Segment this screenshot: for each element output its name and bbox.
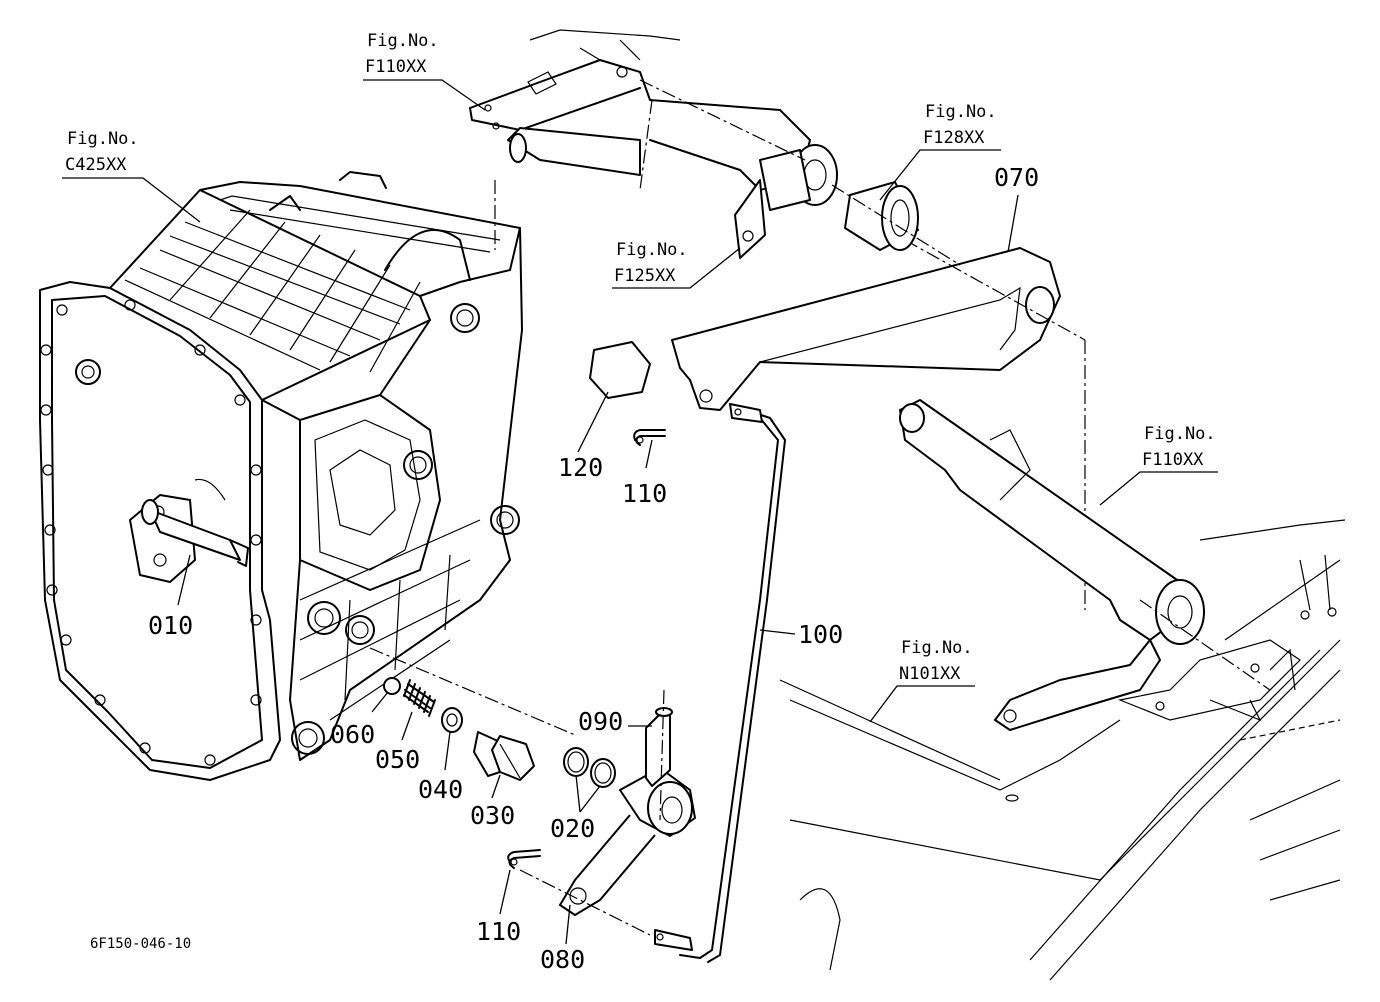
fig-ref-code: F110XX — [365, 57, 427, 77]
part-label-030: 030 — [470, 801, 515, 830]
part-label-120: 120 — [558, 453, 603, 482]
fig-ref-n101: Fig.No. N101XX — [899, 638, 973, 684]
leader-lines — [62, 79, 1218, 945]
part-label-080: 080 — [540, 945, 585, 974]
part-label-040: 040 — [418, 775, 463, 804]
part-label-050: 050 — [375, 745, 420, 774]
diagram-code: 6F150-046-10 — [90, 936, 191, 952]
fig-ref-prefix: Fig.No. — [925, 102, 997, 122]
part-label-020: 020 — [550, 814, 595, 843]
cross-shaft-drawing — [899, 399, 1271, 731]
part-label-100: 100 — [798, 620, 843, 649]
frame-drawing — [779, 519, 1346, 981]
part-label-110-upper: 110 — [622, 479, 667, 508]
rod-100-drawing — [654, 403, 786, 963]
fig-ref-prefix: Fig.No. — [1144, 424, 1216, 444]
o-rings-020-drawing — [563, 747, 616, 788]
fig-ref-code: F125XX — [614, 266, 676, 286]
part-label-090: 090 — [578, 707, 623, 736]
fig-ref-f110-top: Fig.No. F110XX — [365, 31, 439, 77]
fig-ref-c425: Fig.No. C425XX — [65, 129, 139, 175]
pedal-arm-070-drawing — [589, 239, 1086, 610]
top-bracket-drawing — [469, 29, 961, 266]
part-label-070: 070 — [994, 163, 1039, 192]
fig-ref-code: F110XX — [1142, 450, 1204, 470]
fig-ref-prefix: Fig.No. — [67, 129, 139, 149]
detent-parts-drawing — [383, 677, 535, 781]
fig-ref-prefix: Fig.No. — [616, 240, 688, 260]
fig-ref-code: N101XX — [899, 664, 961, 684]
fig-ref-code: F128XX — [923, 128, 985, 148]
fig-ref-prefix: Fig.No. — [367, 31, 439, 51]
lever-080-drawing — [519, 689, 696, 936]
shaft-010-drawing — [129, 478, 249, 583]
fig-ref-f110-right: Fig.No. F110XX — [1142, 424, 1216, 470]
fig-ref-f128: Fig.No. F128XX — [923, 102, 997, 148]
fig-ref-code: C425XX — [65, 155, 127, 175]
part-label-110-lower: 110 — [476, 917, 521, 946]
clip-110-upper-drawing — [633, 429, 666, 446]
part-label-010: 010 — [148, 611, 193, 640]
transmission-case-drawing — [39, 171, 576, 781]
fig-ref-f125: Fig.No. F125XX — [614, 240, 688, 286]
part-label-060: 060 — [330, 720, 375, 749]
fig-ref-prefix: Fig.No. — [901, 638, 973, 658]
clip-110-lower-drawing — [507, 849, 541, 869]
